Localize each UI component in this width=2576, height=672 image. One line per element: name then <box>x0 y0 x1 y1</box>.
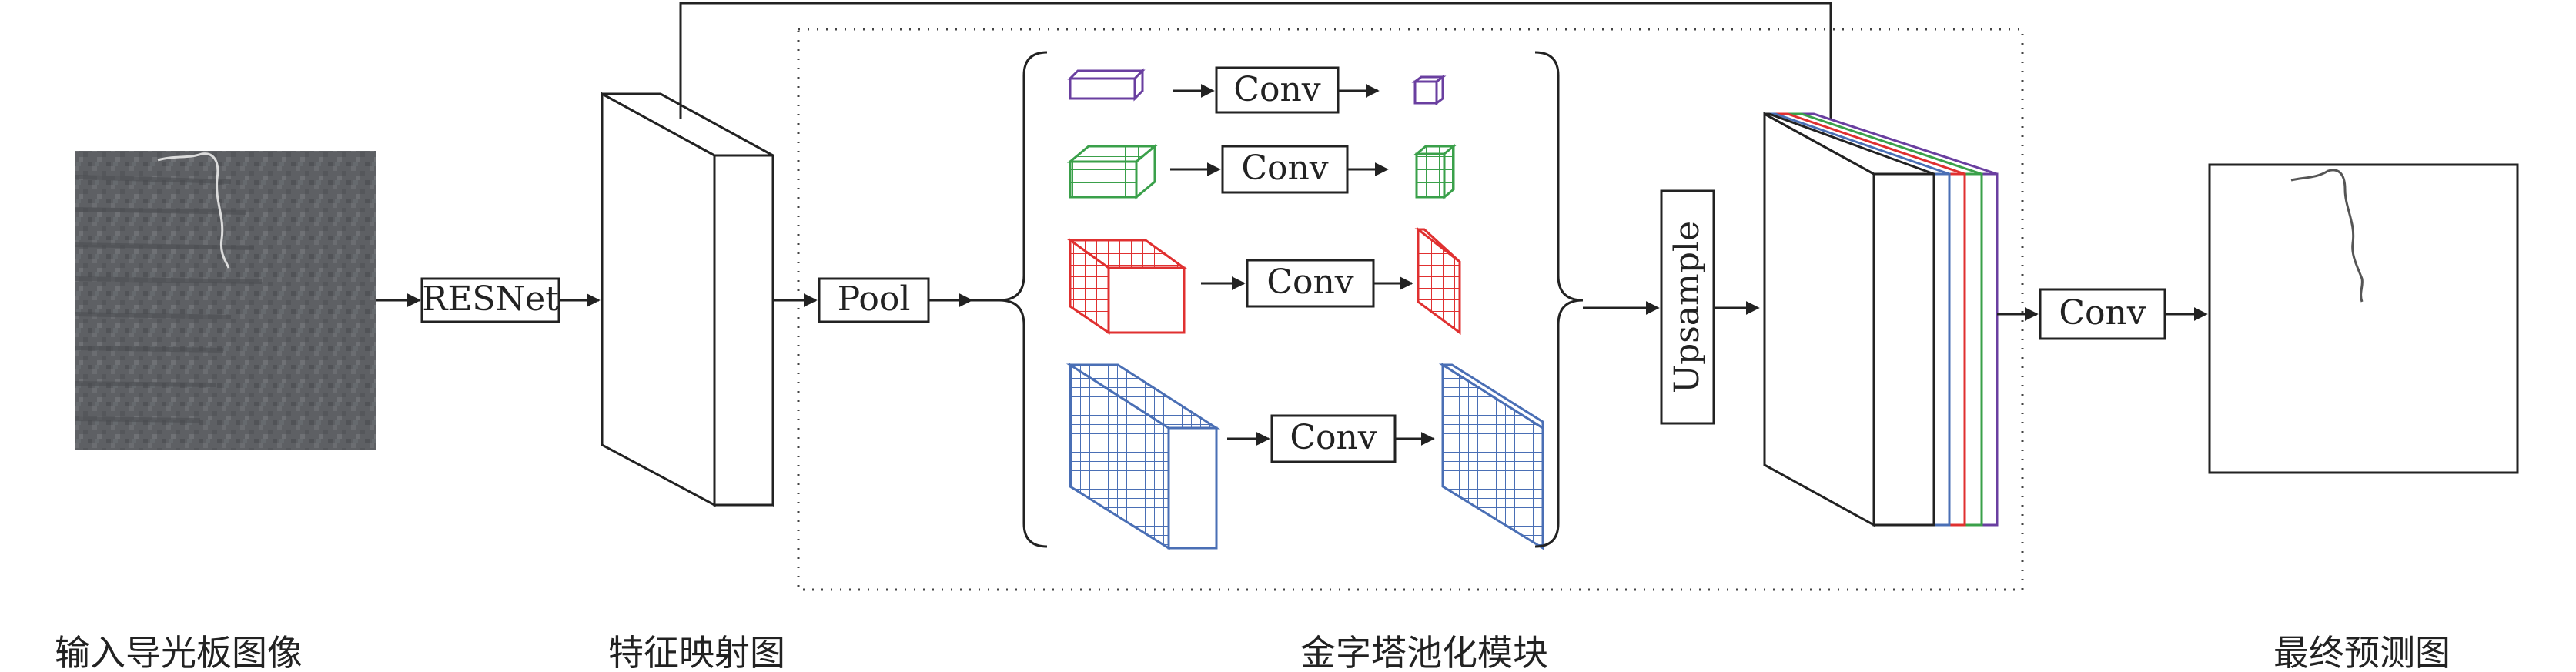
right-brace <box>1534 51 1584 548</box>
final-prediction-image <box>2208 163 2519 474</box>
branch-3-conv-label: Conv <box>1266 262 1353 302</box>
input-light-guide-image <box>75 151 376 450</box>
final-conv-label: Conv <box>2059 293 2146 333</box>
branch-4-input-cuboid <box>1066 363 1221 550</box>
pool-box <box>818 277 930 323</box>
branch-4-output-cube <box>1438 363 1544 550</box>
caption-feature-map: 特征映射图 <box>608 632 785 672</box>
branch-3-input-cuboid <box>1066 238 1188 335</box>
caption-final-prediction: 最终预测图 <box>2273 632 2451 672</box>
pool-label: Pool <box>838 279 911 319</box>
branch-2-input-cuboid <box>1066 143 1159 200</box>
branch-4-conv-box <box>1270 414 1397 463</box>
branch-2-conv-label: Conv <box>1241 149 1328 188</box>
skip-connection-arrow <box>679 2 1838 135</box>
pyramid-pooling-module-boundary <box>797 28 2024 591</box>
caption-input-image: 输入导光板图像 <box>55 632 303 672</box>
branch-1-conv-label: Conv <box>1233 70 1320 109</box>
caption-pyramid-pooling-module: 金字塔池化模块 <box>1300 632 1548 672</box>
resnet-label: RESNet <box>422 279 559 319</box>
branch-1-output-cube <box>1411 75 1447 105</box>
left-brace <box>999 51 1048 548</box>
upsample-label: Upsample <box>1668 221 1707 393</box>
branch-1-conv-box <box>1215 66 1340 114</box>
resnet-box <box>420 277 560 323</box>
upsample-box <box>1660 189 1715 425</box>
branch-1-input-cuboid <box>1067 68 1146 102</box>
branch-3-output-cube <box>1414 226 1461 335</box>
branch-4-conv-label: Conv <box>1290 418 1377 457</box>
branch-2-output-cube <box>1413 143 1457 200</box>
final-conv-box <box>2039 288 2166 340</box>
feature-map-slab <box>601 92 774 507</box>
concatenated-feature-stack <box>1763 112 1999 527</box>
branch-3-conv-box <box>1246 259 1375 308</box>
